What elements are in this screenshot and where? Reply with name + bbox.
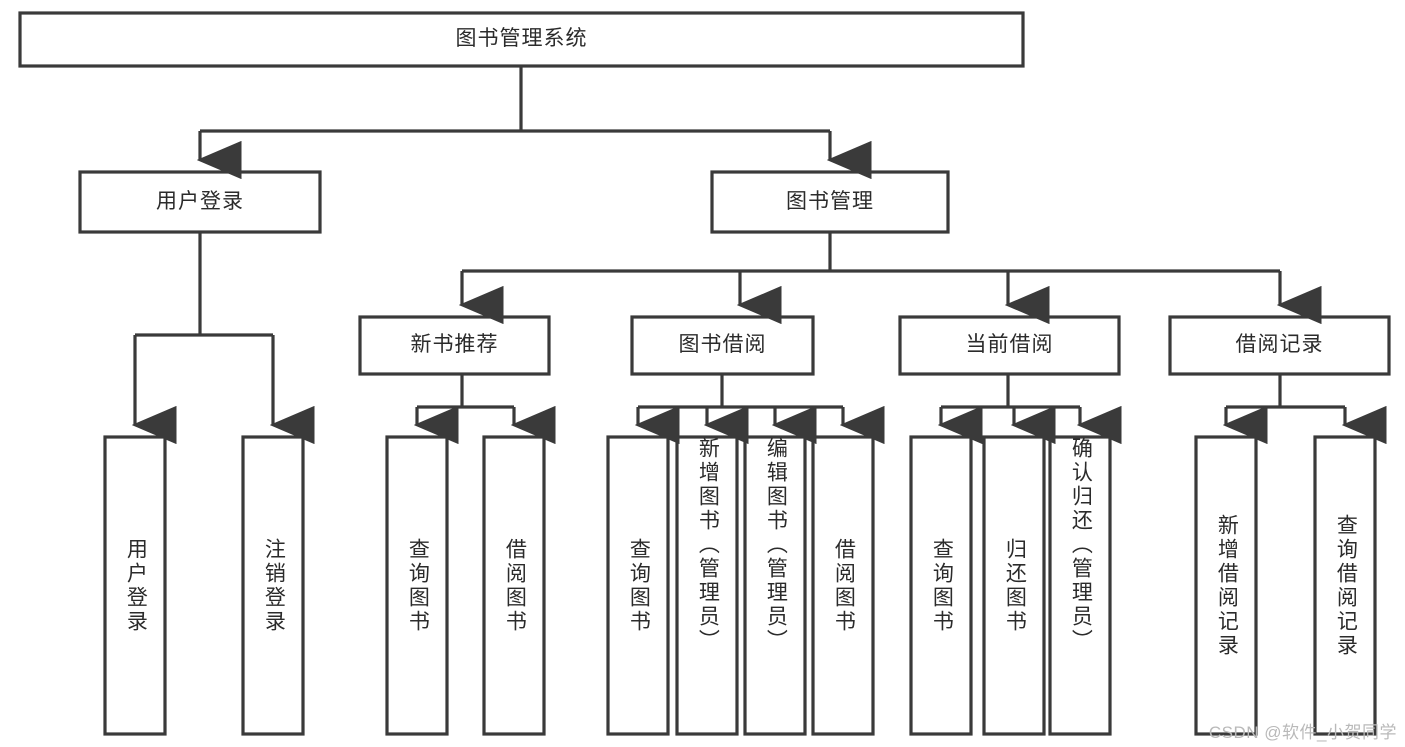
leaf-box-current-borrow-0[interactable] [909,435,973,736]
leaf-box-user-login-0[interactable] [103,435,167,736]
leaf-box-book-borrow-3[interactable] [811,435,875,736]
leaf-box-borrow-record-0[interactable] [1194,435,1258,736]
leaf-box-book-borrow-1[interactable] [675,435,739,736]
node-box-borrow-record[interactable] [1168,315,1391,376]
watermark-text: CSDN @软件_小贺同学 [1208,723,1397,742]
leaf-box-borrow-record-1[interactable] [1313,435,1377,736]
node-box-book-borrow[interactable] [630,315,815,376]
node-box-current-borrow[interactable] [898,315,1121,376]
leaf-box-new-book-0[interactable] [385,435,449,736]
leaf-box-current-borrow-1[interactable] [982,435,1046,736]
leaf-box-current-borrow-2[interactable] [1048,435,1112,736]
leaf-box-new-book-1[interactable] [482,435,546,736]
node-box-user-login[interactable] [78,170,322,234]
node-box-book-management[interactable] [710,170,950,234]
leaf-box-book-borrow-2[interactable] [743,435,807,736]
node-box-new-book-recommend[interactable] [358,315,551,376]
leaf-box-book-borrow-0[interactable] [606,435,670,736]
node-box-root[interactable] [18,11,1025,68]
leaf-box-user-login-1[interactable] [241,435,305,736]
